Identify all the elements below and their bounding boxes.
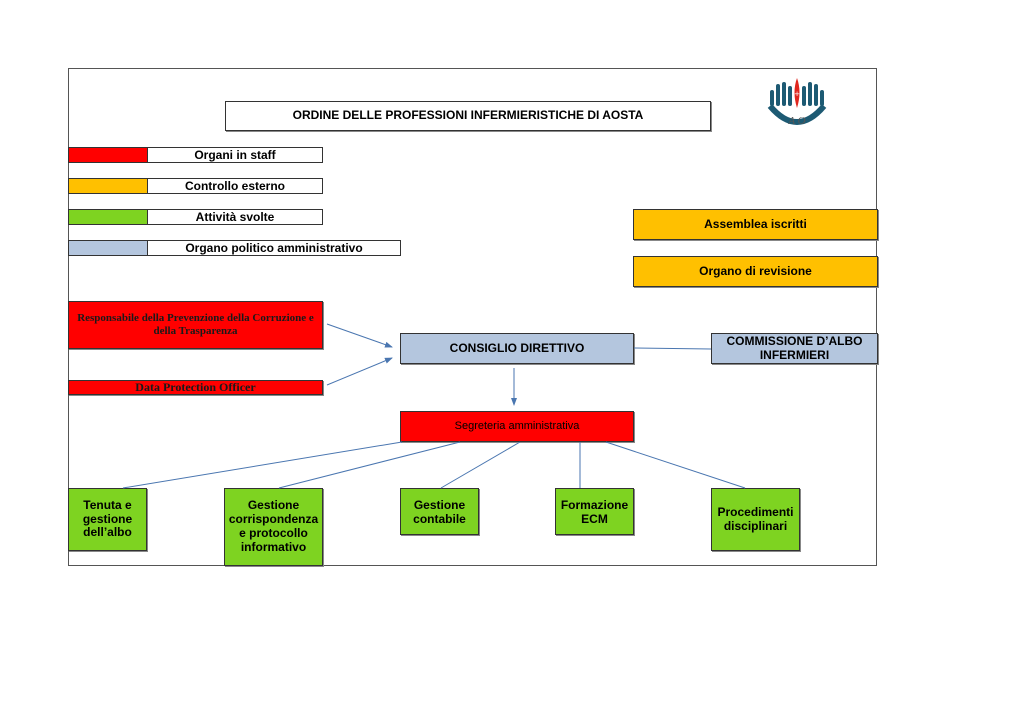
legend-item-external: Controllo esterno — [68, 178, 323, 194]
svg-text:+: + — [794, 90, 800, 98]
legend-swatch-red — [69, 148, 148, 162]
legend-item-activities: Attività svolte — [68, 209, 323, 225]
node-segreteria: Segreteria amministrativa — [400, 411, 634, 442]
legend-label: Controllo esterno — [148, 179, 322, 193]
node-consiglio-direttivo: CONSIGLIO DIRETTIVO — [400, 333, 634, 364]
node-activity-disciplinari: Procedimenti disciplinari — [711, 488, 800, 551]
hands-logo-icon: + A O — [767, 78, 827, 127]
node-assemblea-iscritti: Assemblea iscritti — [633, 209, 878, 240]
legend-label: Organi in staff — [148, 148, 322, 162]
legend-swatch-green — [69, 210, 148, 224]
node-activity-ecm: Formazione ECM — [555, 488, 634, 535]
node-rpct: Responsabile della Prevenzione della Cor… — [68, 301, 323, 349]
node-dpo: Data Protection Officer — [68, 380, 323, 395]
node-commissione-albo: COMMISSIONE D’ALBO INFERMIERI — [711, 333, 878, 364]
svg-text:A O: A O — [787, 115, 805, 127]
node-activity-albo: Tenuta e gestione dell’albo — [68, 488, 147, 551]
legend-swatch-orange — [69, 179, 148, 193]
node-activity-contabile: Gestione contabile — [400, 488, 479, 535]
legend-label: Attività svolte — [148, 210, 322, 224]
legend-item-political: Organo politico amministrativo — [68, 240, 401, 256]
node-activity-corrispondenza: Gestione corrispondenza e protocollo inf… — [224, 488, 323, 566]
legend-label: Organo politico amministrativo — [148, 241, 400, 255]
legend-swatch-blue — [69, 241, 148, 255]
node-organo-revisione: Organo di revisione — [633, 256, 878, 287]
legend-item-staff: Organi in staff — [68, 147, 323, 163]
diagram-title: ORDINE DELLE PROFESSIONI INFERMIERISTICH… — [225, 101, 711, 131]
